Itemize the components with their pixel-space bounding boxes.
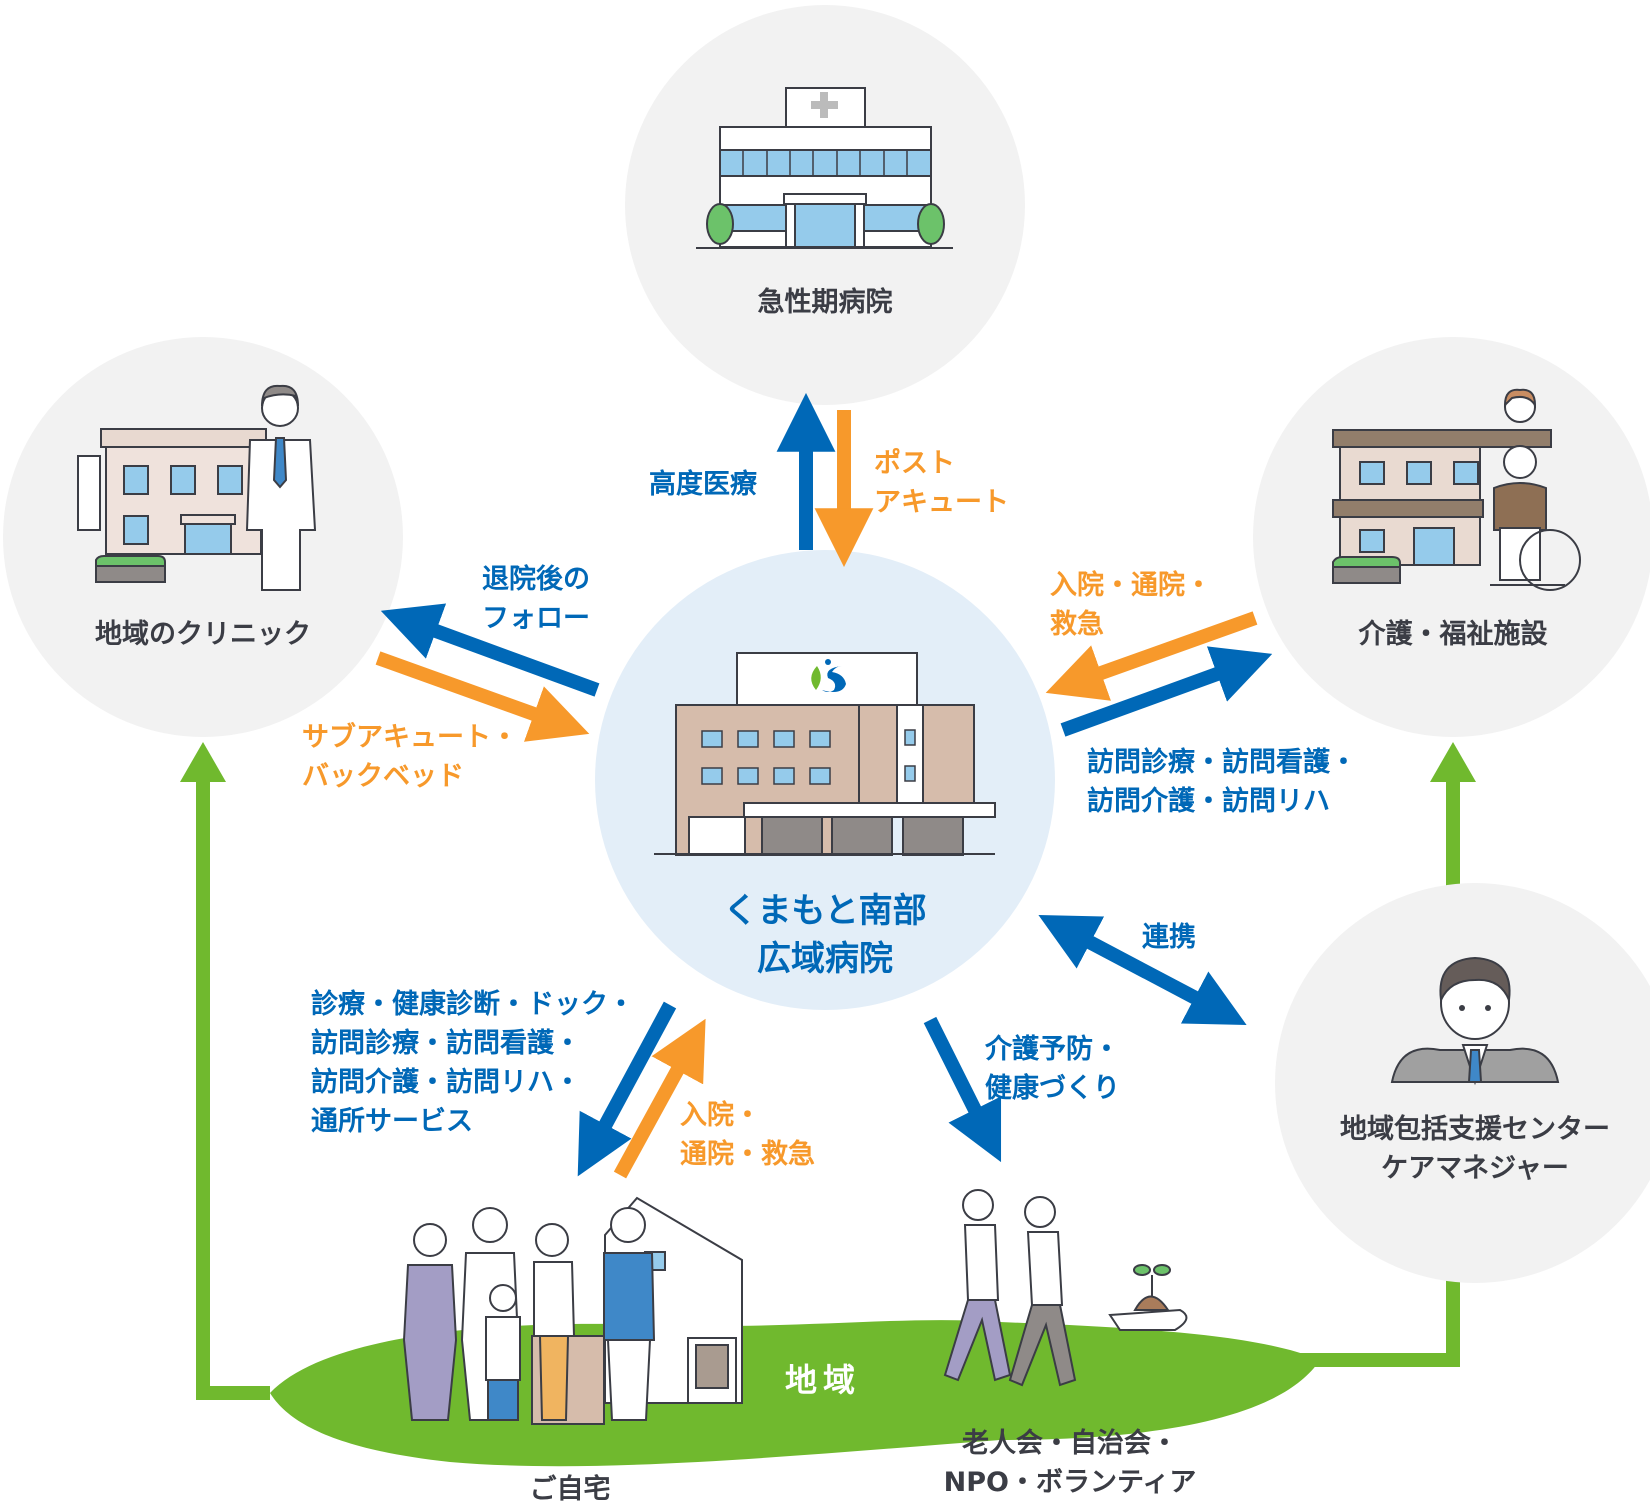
- to-community-line1: 介護予防・: [985, 1034, 1120, 1065]
- to-clinic-line2: フォロー: [482, 603, 590, 635]
- from-clinic-line1: サブアキュート・: [302, 722, 518, 753]
- acute-hospital-label: 急性期病院: [757, 287, 893, 318]
- to-community-line2: 健康づくり: [985, 1073, 1120, 1105]
- arrow-support-link: [1038, 915, 1247, 1025]
- to-home-line3: 訪問介護・訪問リハ・: [311, 1067, 581, 1099]
- arrow-to-care: [1060, 646, 1273, 737]
- family-house-icon: [402, 1196, 743, 1425]
- to-home-label: 診療・健康診断・ドック・ 訪問診療・訪問看護・ 訪問介護・訪問リハ・ 通所サービ…: [311, 985, 634, 1142]
- arrow-from-home: [613, 1018, 706, 1179]
- care-facility-label: 介護・福祉施設: [1358, 619, 1548, 650]
- from-acute-line1: ポスト: [874, 448, 955, 479]
- walking-seniors-sprout-icon: [943, 1189, 1188, 1387]
- community-org-line1: 老人会・自治会・: [962, 1428, 1178, 1459]
- from-care-line2: 救急: [1050, 609, 1104, 641]
- to-home-line1: 診療・健康診断・ドック・: [311, 989, 635, 1020]
- clinic-label: 地域のクリニック: [95, 619, 311, 650]
- support-center-line2: ケアマネジャー: [1381, 1153, 1569, 1185]
- to-community-label: 介護予防・ 健康づくり: [985, 1030, 1120, 1108]
- region-label: 地域: [785, 1361, 862, 1399]
- community-org-line2: NPO・ボランティア: [943, 1467, 1197, 1499]
- to-home-line2: 訪問診療・訪問看護・: [311, 1028, 581, 1060]
- to-care-label: 訪問診療・訪問看護・ 訪問介護・訪問リハ: [1087, 743, 1357, 821]
- center-title-line1: くまもと南部: [723, 891, 927, 931]
- from-care-label: 入院・通院・ 救急: [1050, 566, 1212, 644]
- to-care-line2: 訪問介護・訪問リハ: [1087, 786, 1330, 818]
- from-clinic-line2: バックベッド: [302, 761, 464, 793]
- community-org-label: 老人会・自治会・ NPO・ボランティア: [900, 1424, 1240, 1502]
- from-care-line1: 入院・通院・: [1050, 570, 1212, 601]
- arrow-from-clinic: [375, 651, 590, 742]
- arrow-to-clinic: [380, 603, 600, 697]
- from-home-label: 入院・ 通院・救急: [680, 1096, 815, 1174]
- home-label: ご自宅: [529, 1474, 611, 1505]
- to-acute-label: 高度医療: [649, 469, 757, 500]
- to-clinic-label: 退院後の フォロー: [482, 560, 590, 638]
- green-connector-left: [180, 742, 270, 1400]
- green-arrow-up-left-icon: [180, 742, 226, 782]
- center-title-line2: 広域病院: [757, 938, 893, 979]
- from-home-line1: 入院・: [680, 1100, 761, 1131]
- clinic-doctor-icon: [77, 384, 317, 591]
- from-clinic-label: サブアキュート・ バックベッド: [302, 718, 518, 796]
- arrow-from-care: [1045, 611, 1258, 701]
- care-facility-wheelchair-icon: [1332, 388, 1581, 591]
- arrow-to-community: [923, 1016, 1002, 1163]
- hospital-building-icon: [654, 652, 996, 856]
- care-manager-person-icon: [1390, 956, 1560, 1086]
- acute-hospital-icon: [696, 87, 953, 249]
- to-home-line4: 通所サービス: [311, 1106, 473, 1138]
- support-link-label: 連携: [1142, 922, 1196, 953]
- support-center-line1: 地域包括支援センター: [1340, 1114, 1610, 1145]
- from-acute-label: ポスト アキュート: [874, 444, 1009, 522]
- green-arrow-up-right-icon: [1430, 742, 1476, 782]
- center-hospital-title: くまもと南部 広域病院: [675, 888, 975, 983]
- from-home-line2: 通院・救急: [680, 1139, 815, 1171]
- to-clinic-line1: 退院後の: [482, 564, 590, 595]
- from-acute-line2: アキュート: [874, 487, 1009, 519]
- to-care-line1: 訪問診療・訪問看護・: [1087, 747, 1357, 778]
- support-center-label: 地域包括支援センター ケアマネジャー: [1295, 1110, 1650, 1188]
